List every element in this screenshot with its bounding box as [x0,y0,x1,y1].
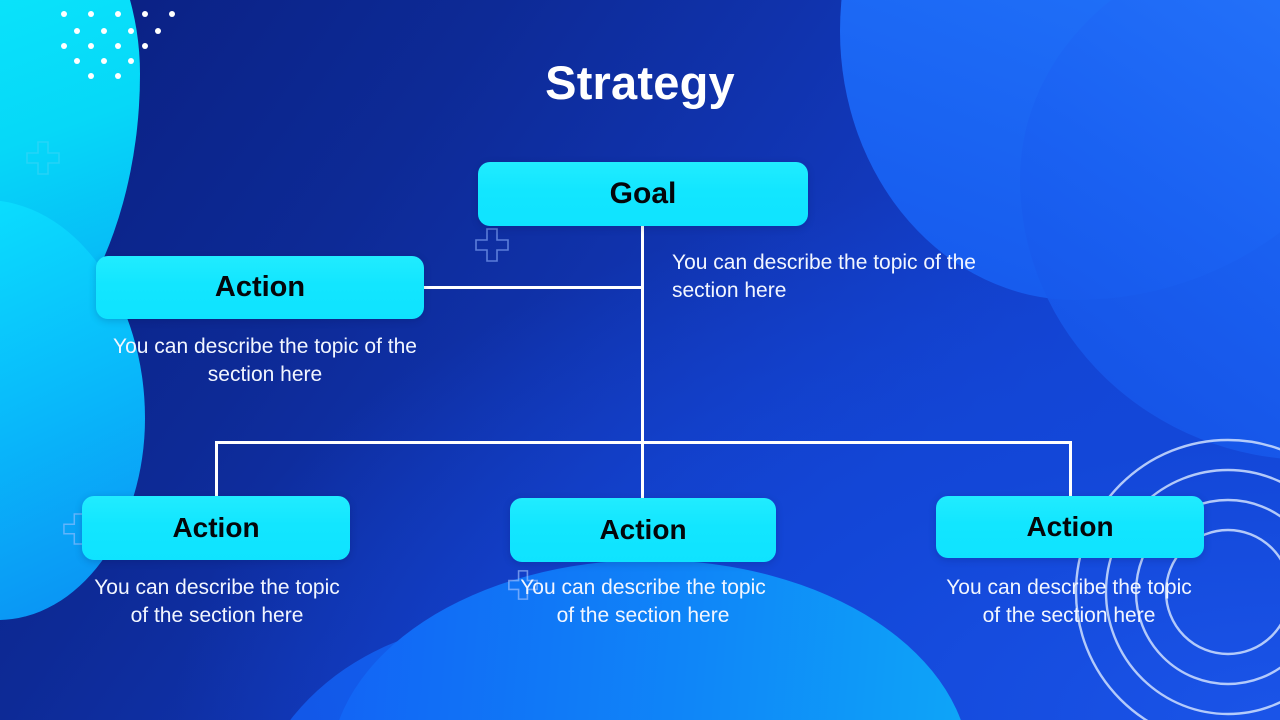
blob-bottom-center-2 [250,620,770,720]
node-action-bottom-1[interactable]: Action [82,496,350,560]
node-action-bottom-2-label: Action [599,514,687,545]
node-action-left-label: Action [214,271,306,303]
node-action-bottom-2-description: You can describe the topic of the sectio… [520,576,766,627]
connector-goal-vertical [641,225,644,444]
node-goal-label: Goal [609,177,677,210]
plus-outline-icon [475,228,509,262]
node-goal-description: You can describe the topic of the sectio… [672,251,976,302]
node-action-bottom-1-label: Action [172,512,260,543]
connector-bottom-3-vertical [1069,441,1072,498]
connector-left-action-horizontal [423,286,643,289]
node-action-bottom-2[interactable]: Action [510,498,776,562]
node-action-bottom-3-label: Action [1026,511,1114,542]
node-goal[interactable]: Goal [478,162,808,226]
connector-bottom-1-vertical [215,441,218,498]
concentric-rings-icon [1058,422,1280,720]
node-action-bottom-1-description: You can describe the topic of the sectio… [94,576,340,627]
node-action-bottom-3-description: You can describe the topic of the sectio… [946,576,1192,627]
plus-outline-icon [26,141,60,175]
page-title: Strategy [545,56,735,109]
node-action-left[interactable]: Action [96,256,424,319]
node-action-left-description: You can describe the topic of the sectio… [113,335,417,386]
connector-bottom-2-vertical [641,441,644,500]
node-action-bottom-3[interactable]: Action [936,496,1204,558]
